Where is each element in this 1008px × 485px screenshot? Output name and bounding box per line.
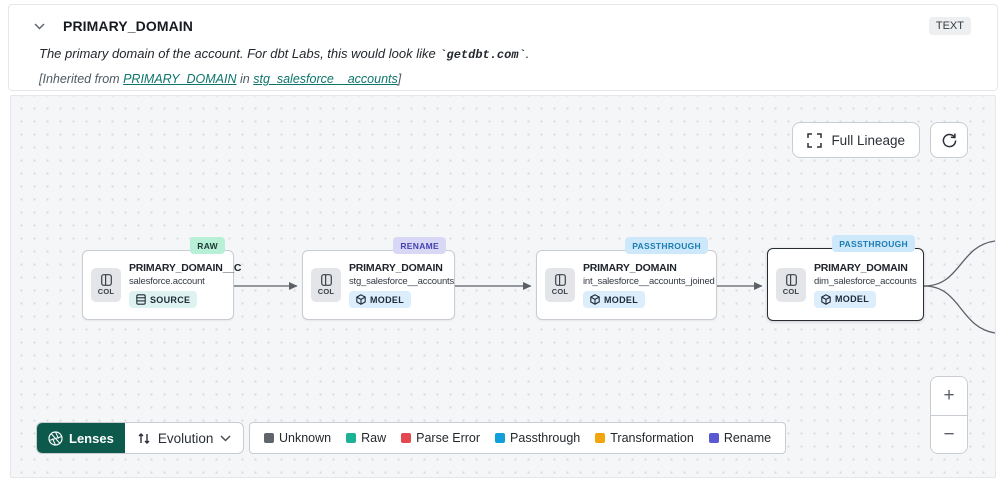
lineage-node-int-salesforce-accounts-joined[interactable]: PASSTHROUGH COL PRIMARY_DOMAIN int_sales… [536,237,717,320]
resource-type-label: SOURCE [150,294,191,305]
node-column-name: PRIMARY_DOMAIN [814,261,908,274]
column-icon [320,274,332,286]
node-column-name: PRIMARY_DOMAIN [583,262,677,274]
resource-type-badge: MODEL [814,290,876,308]
legend-item-rename: Rename [708,431,771,445]
resource-type-badge: MODEL [583,291,645,308]
inherited-from-line: [Inherited from PRIMARY_DOMAIN in stg_sa… [39,72,401,86]
evolution-tag-raw: RAW [190,237,225,254]
lineage-node-dim-salesforce-accounts[interactable]: PASSTHROUGH COL PRIMARY_DOMAIN dim_sales… [767,235,924,321]
description-code: `getdbt.com` [439,48,526,62]
model-cube-icon [356,294,366,305]
full-lineage-label: Full Lineage [831,132,905,148]
legend-swatch [595,433,606,443]
swap-vertical-icon [138,432,150,444]
column-type-badge: TEXT [928,17,971,35]
expand-icon [807,132,823,148]
node-model-name: int_salesforce__accounts_joined [583,276,715,287]
evolution-tag-passthrough: PASSTHROUGH [625,237,708,254]
full-lineage-button[interactable]: Full Lineage [792,122,920,158]
column-chip: COL [545,268,575,302]
resource-type-badge: SOURCE [129,291,198,308]
page-title: PRIMARY_DOMAIN [63,18,193,34]
legend-swatch [346,433,357,443]
legend-swatch [495,433,506,443]
inherited-column-link[interactable]: PRIMARY_DOMAIN [123,72,237,86]
column-icon [100,274,112,286]
lenses-toolbar: Lenses Evolution [36,422,245,454]
node-column-name: PRIMARY_DOMAIN__C [129,262,242,274]
lens-aperture-icon [48,430,63,446]
zoom-in-button[interactable]: + [931,377,967,415]
column-chip: COL [776,267,806,302]
model-cube-icon [590,294,600,305]
column-icon [554,274,566,286]
lens-selector[interactable]: Evolution [125,423,244,453]
lineage-node-stg-salesforce-accounts[interactable]: RENAME COL PRIMARY_DOMAIN stg_salesforce… [302,237,455,320]
column-chip: COL [311,268,341,302]
lenses-button[interactable]: Lenses [37,423,125,453]
model-cube-icon [821,293,831,305]
col-chip-label: COL [97,287,115,296]
inherited-prefix: [Inherited from [39,72,124,86]
refresh-button[interactable] [930,122,968,158]
inherited-suffix: ] [397,72,402,86]
legend-item-passthrough: Passthrough [495,431,580,445]
description-period: . [525,46,530,61]
col-chip-label: COL [782,286,800,296]
column-chip: COL [91,268,121,302]
legend-item-raw: Raw [346,431,386,445]
node-model-name: salesforce.account [129,276,205,287]
resource-type-label: MODEL [835,294,869,304]
legend-swatch [264,433,274,443]
col-chip-label: COL [551,287,569,296]
refresh-icon [942,133,956,147]
resource-type-badge: MODEL [349,291,411,308]
resource-type-label: MODEL [370,294,404,305]
evolution-tag-rename: RENAME [393,237,446,254]
legend-swatch [401,433,412,443]
column-details-panel: PRIMARY_DOMAIN TEXT The primary domain o… [8,4,998,91]
legend-item-parse-error: Parse Error [401,431,480,445]
node-model-name: stg_salesforce__accounts [349,276,455,287]
zoom-out-button[interactable]: − [931,415,967,453]
resource-type-label: MODEL [604,294,638,305]
inherited-middle: in [236,72,254,86]
evolution-legend: Unknown Raw Parse Error Passthrough Tran… [249,422,787,454]
lineage-canvas[interactable]: RAW COL PRIMARY_DOMAIN__C salesforce.acc… [10,95,996,478]
node-model-name: dim_salesforce_accounts [814,275,917,287]
database-icon [136,294,146,305]
legend-item-unknown: Unknown [264,431,331,445]
lenses-label: Lenses [69,430,114,446]
column-icon [785,273,797,286]
legend-swatch [708,433,719,443]
evolution-tag-passthrough: PASSTHROUGH [832,235,915,252]
zoom-controls: + − [930,376,968,454]
collapse-chevron-icon[interactable] [29,16,49,36]
chevron-down-icon [220,434,231,442]
inherited-model-link[interactable]: stg_salesforce__accounts [253,72,398,86]
legend-item-transformation: Transformation [595,431,694,445]
selected-lens-label: Evolution [157,430,214,446]
description-text: The primary domain of the account. For d… [39,46,440,61]
col-chip-label: COL [317,287,335,296]
node-column-name: PRIMARY_DOMAIN [349,262,443,274]
lineage-node-salesforce-account[interactable]: RAW COL PRIMARY_DOMAIN__C salesforce.acc… [82,237,242,320]
column-description: The primary domain of the account. For d… [39,46,529,62]
